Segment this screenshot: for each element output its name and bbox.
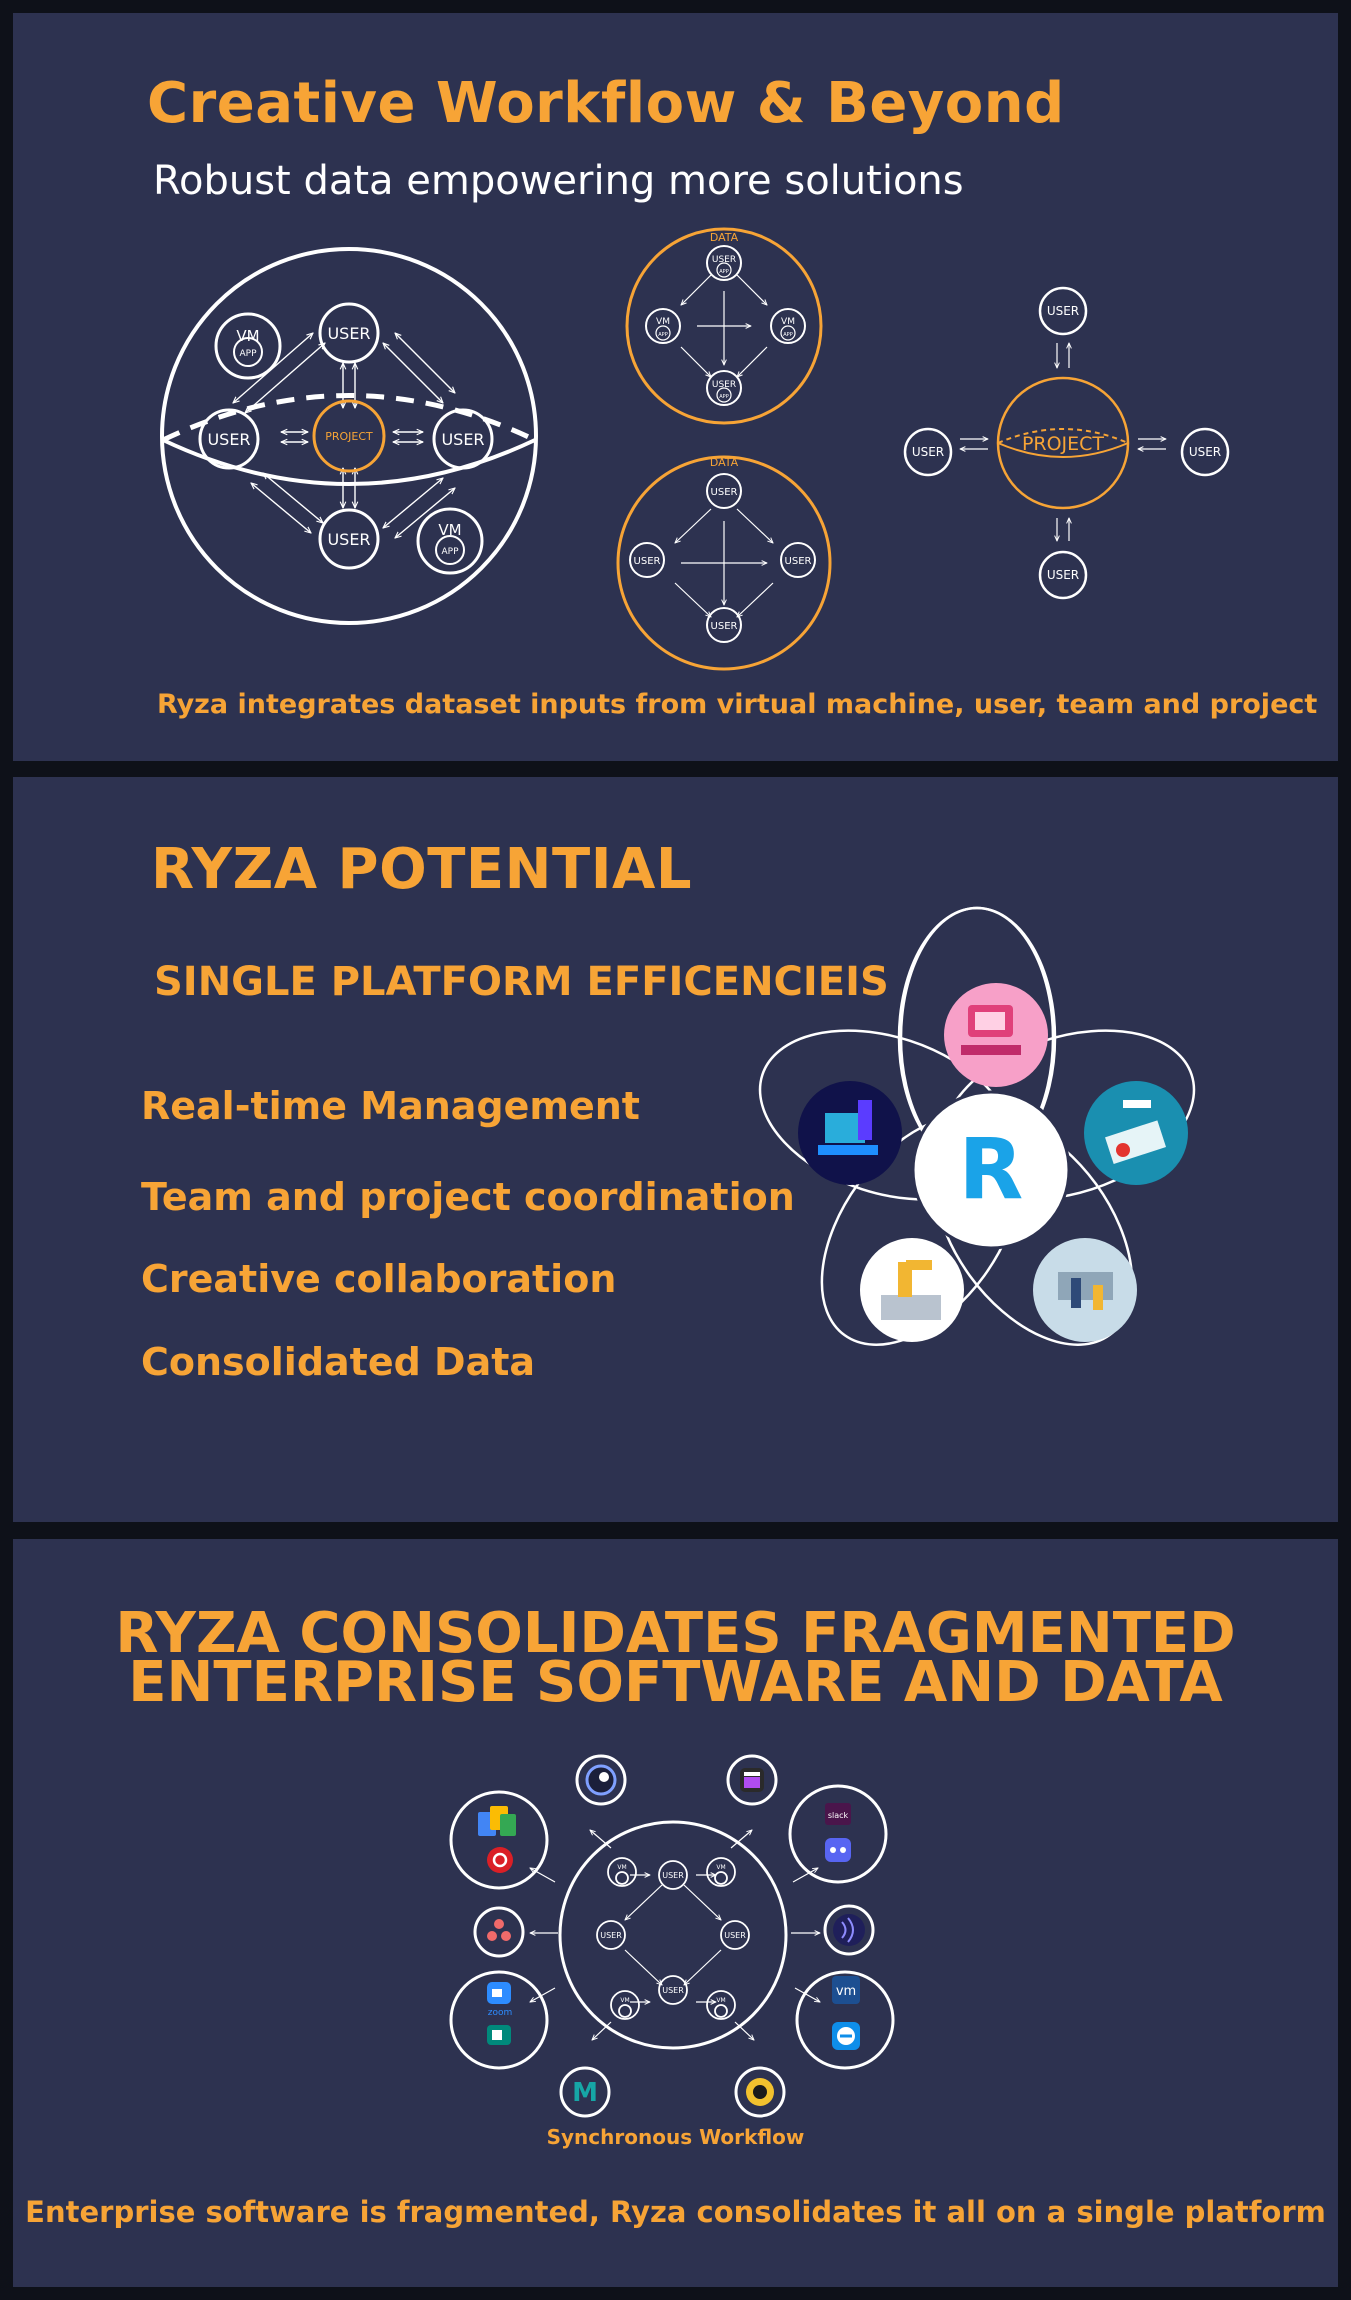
svg-text:VM: VM [781,317,795,327]
svg-text:USER: USER [441,430,484,449]
data-center-illustration [798,1081,902,1185]
svg-text:USER: USER [634,556,661,567]
user-node [318,302,380,364]
svg-text:VM: VM [620,1997,629,2004]
maya-icon: M [572,2078,598,2108]
nuke-icon [746,2078,774,2106]
sphere-diagram [160,247,538,625]
ryza-logo: R [959,1120,1024,1218]
section-caption: Ryza integrates dataset inputs from virt… [157,689,1318,720]
section-subtitle: Robust data empowering more solutions [153,158,964,204]
svg-text:PROJECT: PROJECT [1022,433,1104,455]
workflow-label: Synchronous Workflow [546,2125,805,2149]
workflow-diagrams: VM APP USER USER USER USER VM APP PROJEC… [160,227,1230,671]
factory-workers-illustration [1033,1238,1137,1342]
svg-text:DATA: DATA [710,456,739,469]
discord-icon [825,1838,851,1862]
panel-potential: RYZA POTENTIAL SINGLE PLATFORM EFFICENCI… [13,777,1338,1522]
svg-text:APP: APP [441,547,459,557]
svg-text:vm: vm [836,1984,856,1999]
feature-item: Consolidated Data [141,1340,536,1384]
user-node [198,408,260,470]
google-meet-icon [487,2025,511,2045]
panel-workflow: Creative Workflow & Beyond Robust data e… [13,13,1338,761]
user-node [318,508,380,570]
svg-text:USER: USER [1189,445,1221,459]
audio-icon [833,1914,865,1946]
svg-text:USER: USER [711,621,738,632]
section-title: RYZA POTENTIAL [151,837,693,902]
asana-icon [487,1919,511,1941]
svg-text:USER: USER [1047,304,1079,318]
feature-item: Team and project coordination [141,1175,795,1219]
slack-icon: slack [825,1803,851,1825]
svg-text:USER: USER [327,324,370,343]
section-title: Creative Workflow & Beyond [147,71,1065,136]
feature-item: Real-time Management [141,1084,640,1128]
app-node [233,337,263,367]
svg-text:VM: VM [617,1864,626,1871]
svg-text:USER: USER [327,530,370,549]
svg-text:VM: VM [438,521,461,539]
svg-text:APP: APP [719,269,728,275]
vm-node [214,312,282,380]
svg-text:USER: USER [724,1931,746,1940]
data-circle-vm [625,227,823,425]
cinema4d-icon [585,1764,617,1796]
zoom-icon: zoom [487,1982,512,2018]
svg-text:USER: USER [662,1871,684,1880]
adobe-cc-icon [487,1847,513,1873]
svg-text:USER: USER [711,487,738,498]
svg-text:DATA: DATA [710,231,739,244]
svg-text:USER: USER [912,445,944,459]
vm-node [416,507,484,575]
svg-text:APP: APP [719,394,728,400]
section-subtitle: SINGLE PLATFORM EFFICENCIEIS [154,959,889,1005]
svg-text:USER: USER [1047,568,1079,582]
consolidation-diagram: USER USER USER USER VM VM VM VM [449,1754,895,2118]
svg-text:zoom: zoom [488,2008,513,2018]
ryza-logo-circle [911,1090,1071,1250]
svg-text:APP: APP [239,349,257,359]
svg-text:USER: USER [712,380,736,390]
svg-text:slack: slack [828,1811,849,1820]
svg-text:VM: VM [716,1864,725,1871]
drone-map-illustration [1084,1081,1188,1185]
svg-text:M: M [572,2078,598,2108]
google-docs-icon [478,1806,516,1836]
svg-text:USER: USER [662,1986,684,1995]
app-node [435,535,465,565]
svg-text:USER: USER [600,1931,622,1940]
svg-text:R: R [959,1120,1024,1218]
project-diagram [903,286,1230,600]
team-meeting-illustration [944,983,1048,1087]
final-cut-icon [740,1768,764,1792]
svg-text:USER: USER [207,430,250,449]
platform-flower-diagram: R [758,906,1196,1346]
svg-text:VM: VM [236,327,259,345]
feature-item: Creative collaboration [141,1257,617,1301]
svg-text:USER: USER [785,556,812,567]
project-node [312,399,386,473]
svg-text:USER: USER [712,255,736,265]
vmware-icon: vm [832,1976,860,2004]
svg-text:PROJECT: PROJECT [325,430,373,443]
svg-text:APP: APP [783,332,792,338]
svg-text:VM: VM [716,1997,725,2004]
section-caption: Enterprise software is fragmented, Ryza … [25,2195,1326,2229]
svg-text:VM: VM [656,317,670,327]
user-node [432,408,494,470]
robot-arm-illustration [860,1238,964,1342]
teamviewer-icon [832,2022,860,2050]
svg-text:APP: APP [658,332,667,338]
data-circle-user [616,455,832,671]
